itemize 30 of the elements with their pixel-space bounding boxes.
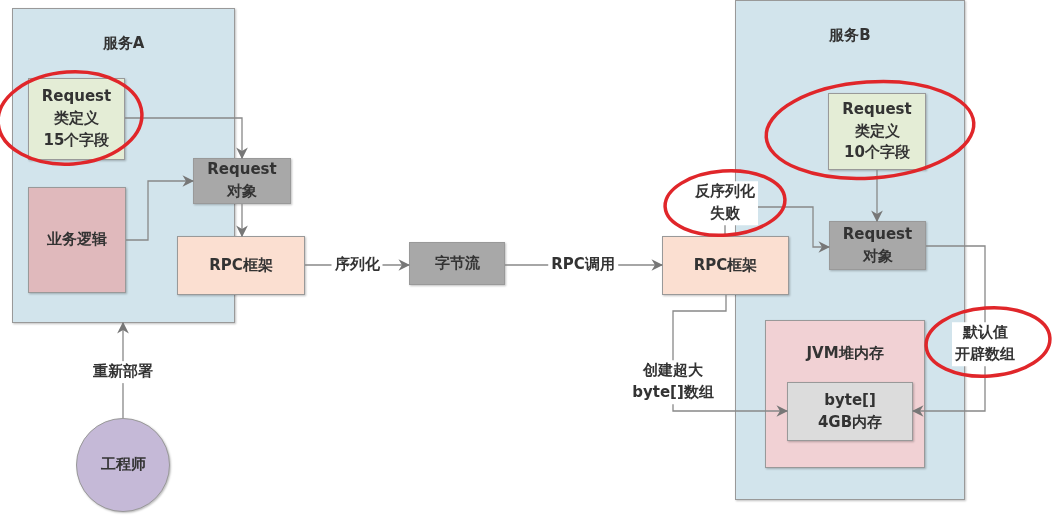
byte-stream-box: [409, 242, 505, 285]
logic-box: [28, 187, 126, 293]
edge-label: 默认值开辟数组: [952, 322, 1018, 366]
class-definition-box: [828, 93, 926, 170]
framework-box: [177, 236, 305, 295]
object-box: [829, 221, 926, 270]
node-label: RPC框架: [692, 254, 759, 276]
memory-container: [765, 320, 925, 468]
class-definition-box: [28, 78, 125, 160]
node-label: 工程师: [99, 454, 147, 476]
connector-arrow: [236, 203, 248, 238]
edge-label: 重新部署: [90, 361, 156, 383]
node-label: 服务B: [828, 25, 872, 46]
connector-arrow: [125, 175, 195, 241]
node-label: JVM堆内存: [804, 343, 885, 364]
node-label: RPC框架: [208, 254, 274, 276]
node-label: 服务A: [101, 33, 146, 54]
node-label: Request 对象: [841, 223, 914, 267]
array-box: [787, 382, 913, 441]
node-label: Request 对象: [206, 159, 278, 202]
connector-arrow: [871, 169, 883, 223]
connector-arrow: [124, 117, 248, 160]
framework-box: [662, 236, 789, 295]
node-label: 业务逻辑: [46, 229, 108, 251]
edge-label: 反序列化失败: [692, 181, 758, 225]
node-label: byte[] 4GB内存: [816, 389, 884, 433]
node-label: 字节流: [433, 252, 481, 274]
node-label: Request 类定义 10个字段: [841, 98, 913, 164]
object-box: [193, 158, 291, 204]
node-label: Request 类定义 15个字段: [40, 86, 113, 151]
